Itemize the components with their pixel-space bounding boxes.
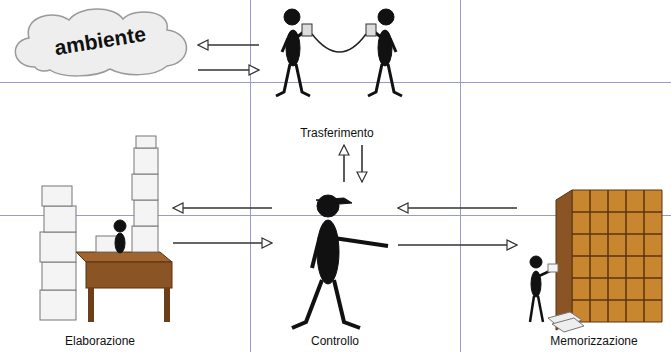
head <box>284 9 300 25</box>
figure-label: Elaborazione <box>63 334 137 350</box>
desk-leg <box>88 288 94 322</box>
leg <box>368 64 382 96</box>
tin-can <box>302 24 312 36</box>
paper <box>132 226 158 252</box>
shelf-line <box>643 190 645 322</box>
stick-figure <box>276 9 312 96</box>
desk-top <box>76 252 172 262</box>
stick-figure <box>366 9 402 96</box>
desk-leg <box>164 288 170 322</box>
flow-arrow <box>173 242 272 244</box>
paper <box>552 318 584 332</box>
leg <box>334 280 360 328</box>
grid-line <box>250 0 251 352</box>
paper <box>44 206 76 232</box>
cloud-shape <box>15 9 186 76</box>
paper <box>548 264 558 272</box>
cloud-node: ambiente <box>5 5 195 77</box>
shelf-line <box>625 190 627 322</box>
shelf-line <box>572 233 662 235</box>
paper <box>134 200 158 226</box>
body <box>317 220 339 284</box>
phone-string <box>312 34 366 52</box>
body <box>115 233 125 253</box>
flow-arrow <box>198 44 259 46</box>
figure-label: Trasferimento <box>298 126 376 142</box>
leg <box>538 296 543 322</box>
paper-stack <box>96 136 158 252</box>
head <box>114 220 126 232</box>
arm <box>390 38 396 52</box>
paper <box>136 136 156 148</box>
flow-arrow <box>361 145 363 182</box>
figure-group: Trasferimento <box>262 2 412 142</box>
figure-group: Memorizzazione <box>520 185 668 350</box>
paper <box>42 186 72 206</box>
pointing-figure <box>292 195 388 328</box>
desk-illustration <box>40 136 172 322</box>
paper-pile <box>548 312 584 332</box>
cap <box>316 198 352 204</box>
tin-can <box>366 24 376 36</box>
paper <box>40 232 76 262</box>
paper <box>40 290 76 320</box>
phone-figures <box>276 9 402 96</box>
leg <box>292 280 322 328</box>
filing-shelf <box>530 190 662 332</box>
paper-stack <box>40 186 76 320</box>
arm <box>282 38 288 52</box>
shelf-line <box>572 299 662 301</box>
arm <box>312 236 320 268</box>
shelf-front <box>572 190 662 322</box>
pointing-arm <box>334 238 388 246</box>
figure-group: Controllo <box>275 185 395 350</box>
grid-line <box>460 0 461 352</box>
leg <box>296 64 310 96</box>
shelf-line <box>607 190 609 322</box>
shelf-line <box>572 255 662 257</box>
worker-figure <box>114 220 126 253</box>
shelf-line <box>589 190 591 322</box>
desk-front <box>86 262 172 288</box>
paper <box>42 262 76 290</box>
flow-arrow <box>398 207 517 209</box>
grid-line <box>0 82 671 83</box>
leg <box>530 296 534 322</box>
shelf-line <box>572 277 662 279</box>
leg <box>388 64 402 96</box>
shelf-compartments <box>572 190 662 322</box>
flow-arrow <box>173 207 272 209</box>
head <box>530 256 542 268</box>
flow-arrow <box>398 244 517 246</box>
paper <box>132 174 158 200</box>
flow-arrow <box>198 69 259 71</box>
figure-label: Controllo <box>309 334 361 350</box>
figure-group: Elaborazione <box>30 132 170 350</box>
shelf-side <box>556 190 572 330</box>
figure-label: Memorizzazione <box>548 334 639 350</box>
shelf-line <box>572 211 662 213</box>
head <box>378 9 394 25</box>
paper <box>134 148 158 174</box>
flow-arrow <box>343 145 345 182</box>
clerk-figure <box>530 256 558 322</box>
leg <box>276 64 290 96</box>
